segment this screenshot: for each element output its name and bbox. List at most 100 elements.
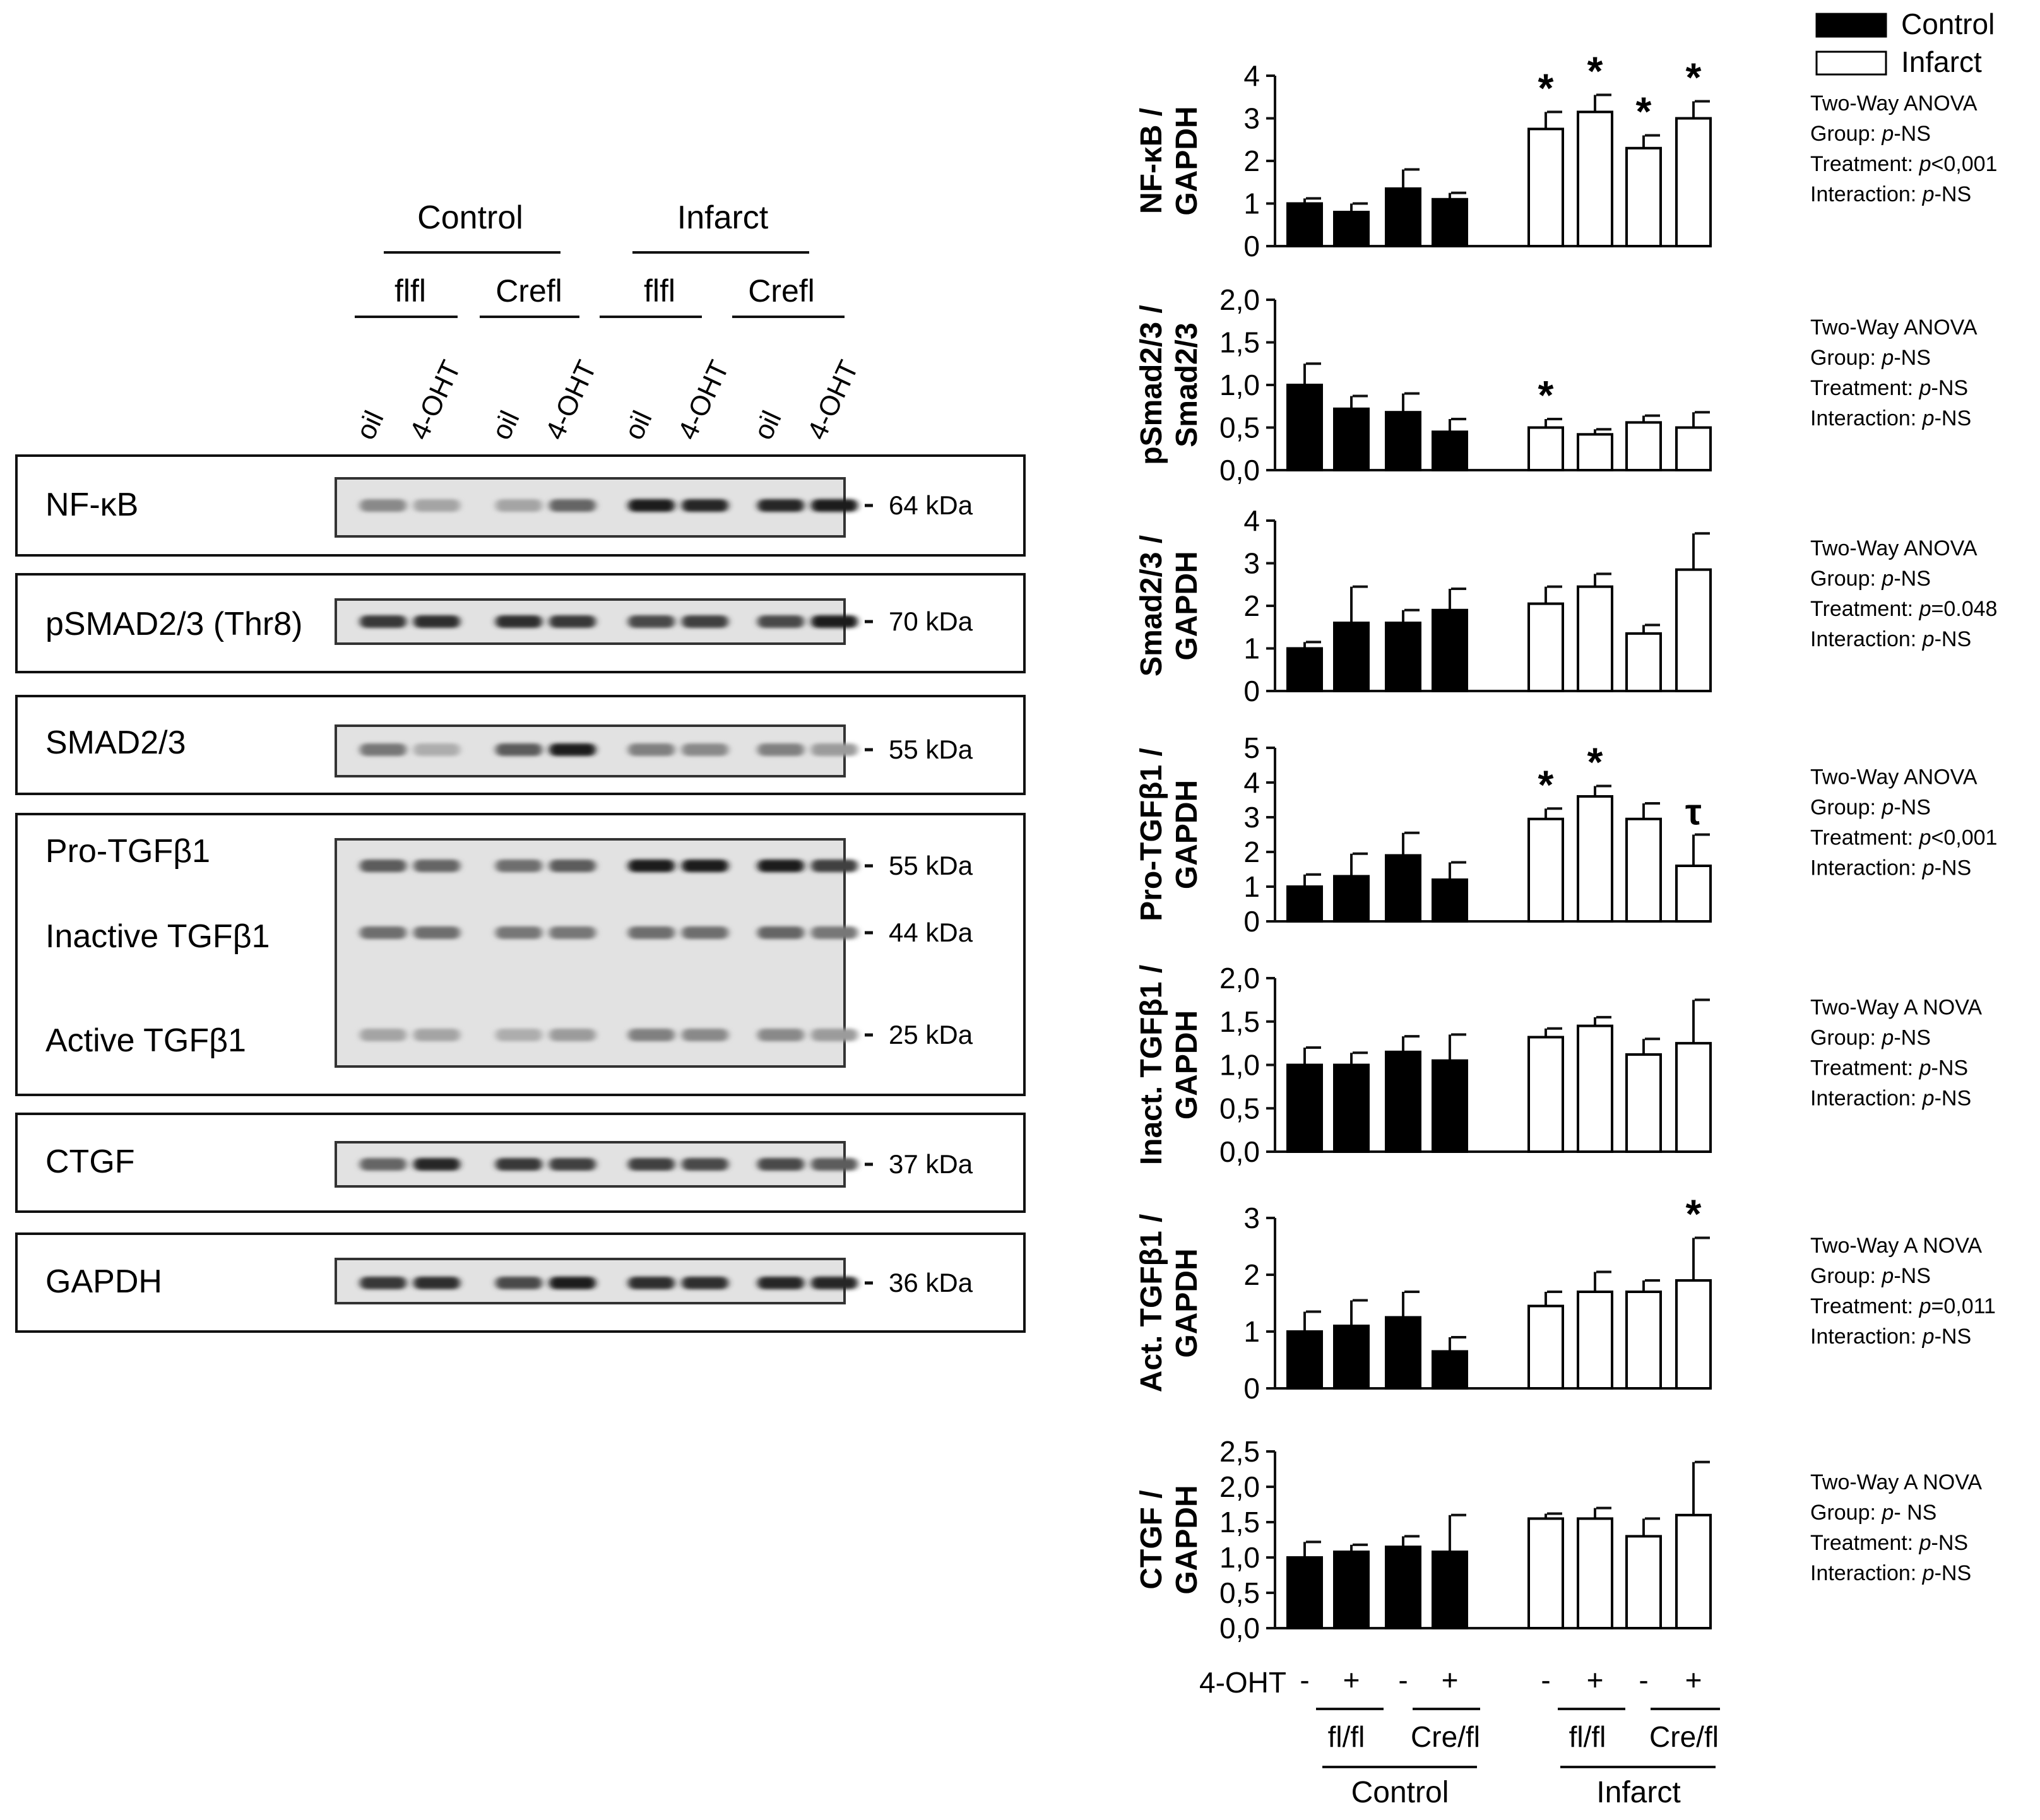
- bar: [1286, 885, 1323, 923]
- y-tick-label: 0,0: [1219, 1612, 1260, 1645]
- blot-band: [682, 1158, 728, 1171]
- blot-band: [757, 860, 804, 872]
- blot-band: [682, 860, 728, 872]
- blot-band: [811, 860, 858, 872]
- blot-subgroup-label: Crefl: [495, 273, 562, 309]
- blot-band: [413, 926, 460, 939]
- stats-line: Interaction: p-NS: [1810, 182, 1971, 206]
- y-tick-label: 1,5: [1219, 326, 1260, 359]
- bar: [1333, 622, 1370, 692]
- blot-band: [360, 615, 406, 628]
- y-tick-label: 5: [1243, 731, 1260, 764]
- blot-band: [360, 499, 406, 512]
- y-tick-label: 2: [1243, 836, 1260, 868]
- blot-band: [811, 1158, 858, 1171]
- y-tick-label: 1: [1243, 1315, 1260, 1348]
- significance-mark: *: [1587, 740, 1603, 785]
- stats-line: Group: p-NS: [1810, 796, 1931, 820]
- blot-band: [811, 1029, 858, 1041]
- bar: [1286, 647, 1323, 692]
- blot-panel-frame: [15, 1113, 1026, 1213]
- bar: [1385, 1545, 1421, 1629]
- stats-line: Two-Way A NOVA: [1810, 1470, 1982, 1494]
- y-tick-label: 0,0: [1219, 454, 1260, 487]
- blot-band: [628, 743, 675, 756]
- stats-line: Group: p-NS: [1810, 346, 1931, 370]
- bar: [1625, 817, 1662, 923]
- blot-band: [413, 1277, 460, 1289]
- blot-row-label: Inactive TGFβ1: [45, 918, 270, 955]
- blot-band: [360, 1158, 406, 1171]
- treatment-axis-label: 4-OHT: [1199, 1666, 1286, 1699]
- blot-row-label: pSMAD2/3 (Thr8): [45, 606, 302, 642]
- y-tick-label: 2,0: [1219, 962, 1260, 995]
- y-tick-label: 1,0: [1219, 1541, 1260, 1574]
- y-tick-label: 1: [1243, 187, 1260, 220]
- blot-subgroup-label: Crefl: [748, 273, 815, 309]
- blot-row-label: GAPDH: [45, 1263, 162, 1300]
- kda-label: 25 kDa: [889, 1020, 973, 1049]
- stats-line: Treatment: p-NS: [1810, 1056, 1968, 1080]
- bar: [1333, 1325, 1370, 1390]
- significance-mark: *: [1538, 65, 1554, 110]
- blot-band: [360, 1277, 406, 1289]
- bar: [1432, 878, 1468, 923]
- blot-band: [360, 860, 406, 872]
- group-label: Control: [1351, 1776, 1449, 1809]
- y-axis-label: Smad2/3 /GAPDH: [1135, 535, 1204, 677]
- blot-row-label: SMAD2/3: [45, 724, 186, 761]
- blot-band: [495, 743, 542, 756]
- blot-band: [549, 860, 596, 872]
- y-axis-label: Pro-TGFβ1 /GAPDH: [1135, 748, 1204, 921]
- y-tick-label: 1: [1243, 870, 1260, 903]
- stats-line: Two-Way ANOVA: [1810, 92, 1978, 115]
- lane-label: oil: [486, 406, 526, 445]
- y-axis-label: Act. TGFβ1 /GAPDH: [1135, 1214, 1204, 1393]
- blot-row-label: NF-κB: [45, 487, 138, 523]
- stats-line: Two-Way ANOVA: [1810, 536, 1978, 560]
- blot-band: [811, 499, 858, 512]
- bar: [1286, 1063, 1323, 1153]
- blot-band: [628, 499, 675, 512]
- blot-band: [360, 1029, 406, 1041]
- bar: [1333, 211, 1370, 247]
- bar: [1675, 1513, 1712, 1630]
- bar: [1385, 854, 1421, 923]
- blot-band: [757, 1029, 804, 1041]
- bar: [1333, 1551, 1370, 1630]
- group-label: Infarct: [1596, 1776, 1680, 1809]
- kda-label: 64 kDa: [889, 490, 973, 520]
- stats-line: Interaction: p-NS: [1810, 1325, 1971, 1349]
- stats-line: Treatment: p<0,001: [1810, 152, 1997, 176]
- bar: [1527, 1517, 1564, 1629]
- genotype-label: fl/fl: [1328, 1720, 1365, 1753]
- legend-swatch-control: [1815, 13, 1887, 38]
- blot-band: [495, 615, 542, 628]
- bar: [1286, 1556, 1323, 1629]
- bar: [1385, 622, 1421, 692]
- bar: [1333, 875, 1370, 923]
- bar: [1385, 411, 1421, 472]
- treatment-sign: +: [1442, 1663, 1459, 1696]
- stats-line: Interaction: p-NS: [1810, 1561, 1971, 1585]
- blot-subgroup-label: flfl: [394, 273, 426, 309]
- blot-row-label: Active TGFβ1: [45, 1022, 246, 1059]
- kda-label: 44 kDa: [889, 918, 973, 947]
- bar: [1675, 1279, 1712, 1390]
- y-tick-label: 1,0: [1219, 1049, 1260, 1082]
- treatment-sign: -: [1639, 1663, 1648, 1696]
- legend-swatch-infarct: [1815, 50, 1887, 76]
- y-tick-label: 0,5: [1219, 1092, 1260, 1125]
- blot-band: [549, 499, 596, 512]
- blot-band: [628, 1158, 675, 1171]
- lane-label: oil: [350, 406, 390, 445]
- bar: [1527, 1036, 1564, 1153]
- blot-band: [549, 743, 596, 756]
- bar: [1675, 117, 1712, 247]
